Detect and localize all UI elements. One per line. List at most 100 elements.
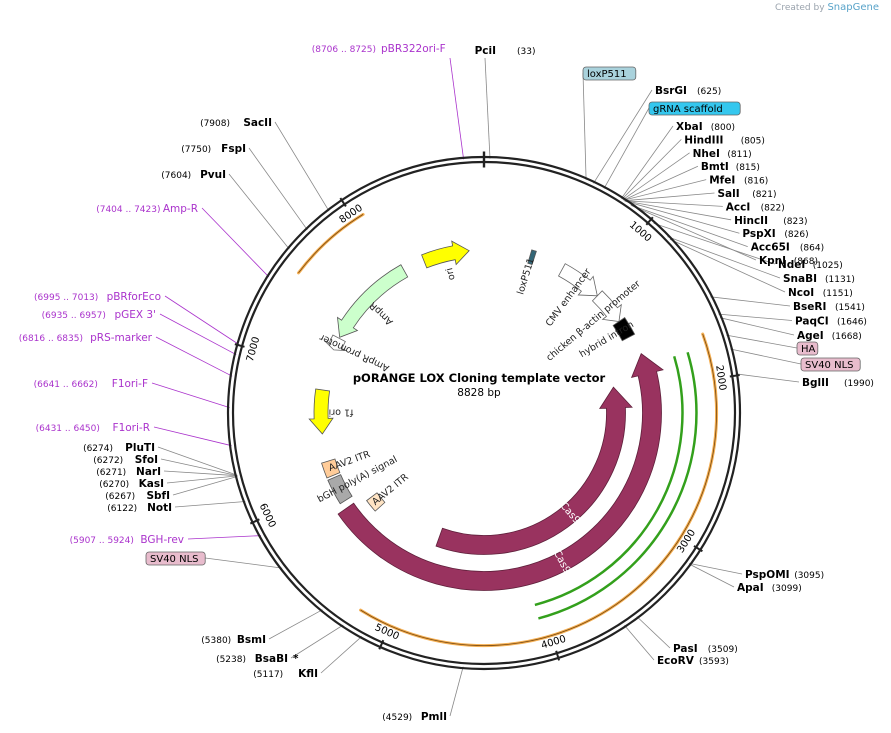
enzyme-position: (823)	[783, 217, 807, 227]
backbone	[226, 155, 742, 671]
primer-name: Amp-R	[163, 203, 198, 215]
enzyme-position: (7908)	[200, 119, 230, 129]
leader-line	[735, 373, 800, 383]
leader-line	[630, 204, 748, 247]
leader-line	[449, 666, 464, 717]
leader-line	[248, 147, 308, 231]
feature-loxp511	[527, 249, 537, 266]
primer-prs-marker: pRS-marker(6816 .. 6835)	[19, 332, 153, 344]
enzyme-site-bsabi: BsaBI(5238)*	[216, 653, 299, 665]
enzyme-position: (1025)	[813, 261, 843, 271]
primer-name: pBRforEco	[107, 291, 161, 303]
leader-line	[669, 238, 786, 293]
tick-mark	[729, 374, 740, 378]
primer-range: (6816 .. 6835)	[19, 334, 83, 344]
leader-line	[667, 236, 781, 279]
leader-line	[624, 200, 740, 234]
enzyme-position: (6271)	[96, 468, 126, 478]
feature-hybrid-intron	[612, 317, 636, 342]
boxed-label-text: loxP511	[587, 69, 627, 80]
enzyme-site-sali: SalI(821)	[718, 188, 777, 200]
primer-name: F1ori-R	[113, 422, 150, 434]
leader-line	[157, 446, 238, 476]
enzyme-name: KpnI	[759, 255, 786, 267]
enzyme-site-noti: NotI(6122)	[107, 502, 172, 514]
enzyme-name: BsaBI	[255, 653, 288, 665]
credit-prefix: Created by	[775, 3, 825, 13]
enzyme-position: (864)	[800, 244, 824, 254]
leader-line	[620, 125, 674, 199]
enzyme-name: NotI	[147, 502, 172, 514]
enzyme-position: (3095)	[794, 571, 824, 581]
feature-cmv-enhancer	[558, 263, 598, 297]
enzyme-position: (6272)	[93, 456, 123, 466]
boxed-label-bg	[145, 551, 206, 566]
leader-line	[201, 207, 270, 278]
primer-pbr322ori-f: (8706 .. 8725)pBR322ori-F	[312, 43, 446, 55]
enzyme-position: (1668)	[832, 332, 862, 342]
boxed-label-text: HA	[801, 344, 816, 355]
leader-line	[653, 222, 776, 265]
enzyme-position: (3099)	[772, 584, 802, 594]
leader-line	[718, 313, 793, 321]
enzyme-position: (1131)	[825, 275, 855, 285]
orange-feature-arc-core	[360, 333, 717, 646]
enzyme-site-nhei: NheI(811)	[693, 148, 752, 160]
enzyme-position: (7604)	[161, 171, 191, 181]
enzyme-position: (1646)	[837, 318, 867, 328]
leader-line	[290, 624, 344, 659]
leader-line	[624, 625, 655, 661]
enzyme-site-pspxi: PspXI(826)	[742, 228, 808, 240]
leader-line	[688, 563, 735, 588]
enzyme-position: (1541)	[835, 303, 865, 313]
enzyme-site-pcii: PciI(33)	[475, 45, 536, 57]
enzyme-site-fspi: FspI(7750)	[181, 143, 246, 155]
feature-bgh-poly-a-signal	[327, 474, 353, 505]
enzyme-site-pasi: PasI(3509)	[673, 643, 738, 655]
orange-feature-arc-core	[298, 214, 364, 274]
enzyme-name: ApaI	[737, 582, 764, 594]
enzyme-site-snabi: SnaBI(1131)	[783, 273, 855, 285]
enzyme-site-acci: AccI(822)	[726, 201, 785, 213]
primer-amp-r: Amp-R(7404 .. 7423)	[96, 203, 198, 215]
enzyme-name: BmtI	[701, 161, 729, 173]
feature-label: AmpR	[367, 299, 395, 327]
feature-f1-ori	[308, 388, 334, 435]
primer-range: (8706 .. 8725)	[312, 45, 376, 55]
primer-bgh-rev: BGH-rev(5907 .. 5924)	[70, 534, 184, 546]
enzyme-position: (800)	[711, 123, 735, 133]
primer-name: F1ori-F	[112, 378, 148, 390]
leader-line	[623, 179, 707, 201]
primer-name: pGEX 3'	[114, 309, 156, 321]
primer-pgex-3: pGEX 3'(6935 .. 6957)	[42, 309, 156, 321]
boxed-label-bg	[648, 101, 741, 116]
leader-line	[719, 317, 795, 336]
green-feature-arc-inner	[534, 355, 684, 607]
leader-line	[228, 173, 290, 250]
feature-cas9	[337, 353, 664, 591]
enzyme-position: (1151)	[823, 289, 853, 299]
plasmid-name: pORANGE LOX Cloning template vector	[353, 371, 606, 385]
plasmid-length: 8828 bp	[457, 387, 501, 399]
tick-mark	[645, 216, 654, 226]
enzyme-name: PciI	[475, 45, 496, 57]
enzyme-position: (6267)	[105, 492, 135, 502]
enzyme-position: (7750)	[181, 145, 211, 155]
enzyme-name: PluTI	[125, 442, 155, 454]
leader-line	[163, 470, 238, 477]
enzyme-position: (6274)	[83, 444, 113, 454]
feature-label: AAV2 ITR	[370, 472, 411, 508]
primer-range: (6641 .. 6662)	[34, 380, 98, 390]
enzyme-site-bglii: BglII(1990)	[802, 377, 874, 389]
enzyme-site-hincii: HincII(823)	[734, 215, 807, 227]
enzyme-name: PspXI	[742, 228, 775, 240]
tick-mark	[339, 197, 347, 207]
enzyme-site-ncoi: NcoI(1151)	[788, 287, 853, 299]
leader-line	[623, 165, 699, 201]
enzyme-name: SalI	[718, 188, 740, 200]
enzyme-note: *	[293, 653, 299, 665]
enzyme-position: (822)	[761, 203, 785, 213]
tick-mark	[693, 545, 703, 553]
enzyme-site-kpni: KpnI(868)	[759, 255, 818, 267]
